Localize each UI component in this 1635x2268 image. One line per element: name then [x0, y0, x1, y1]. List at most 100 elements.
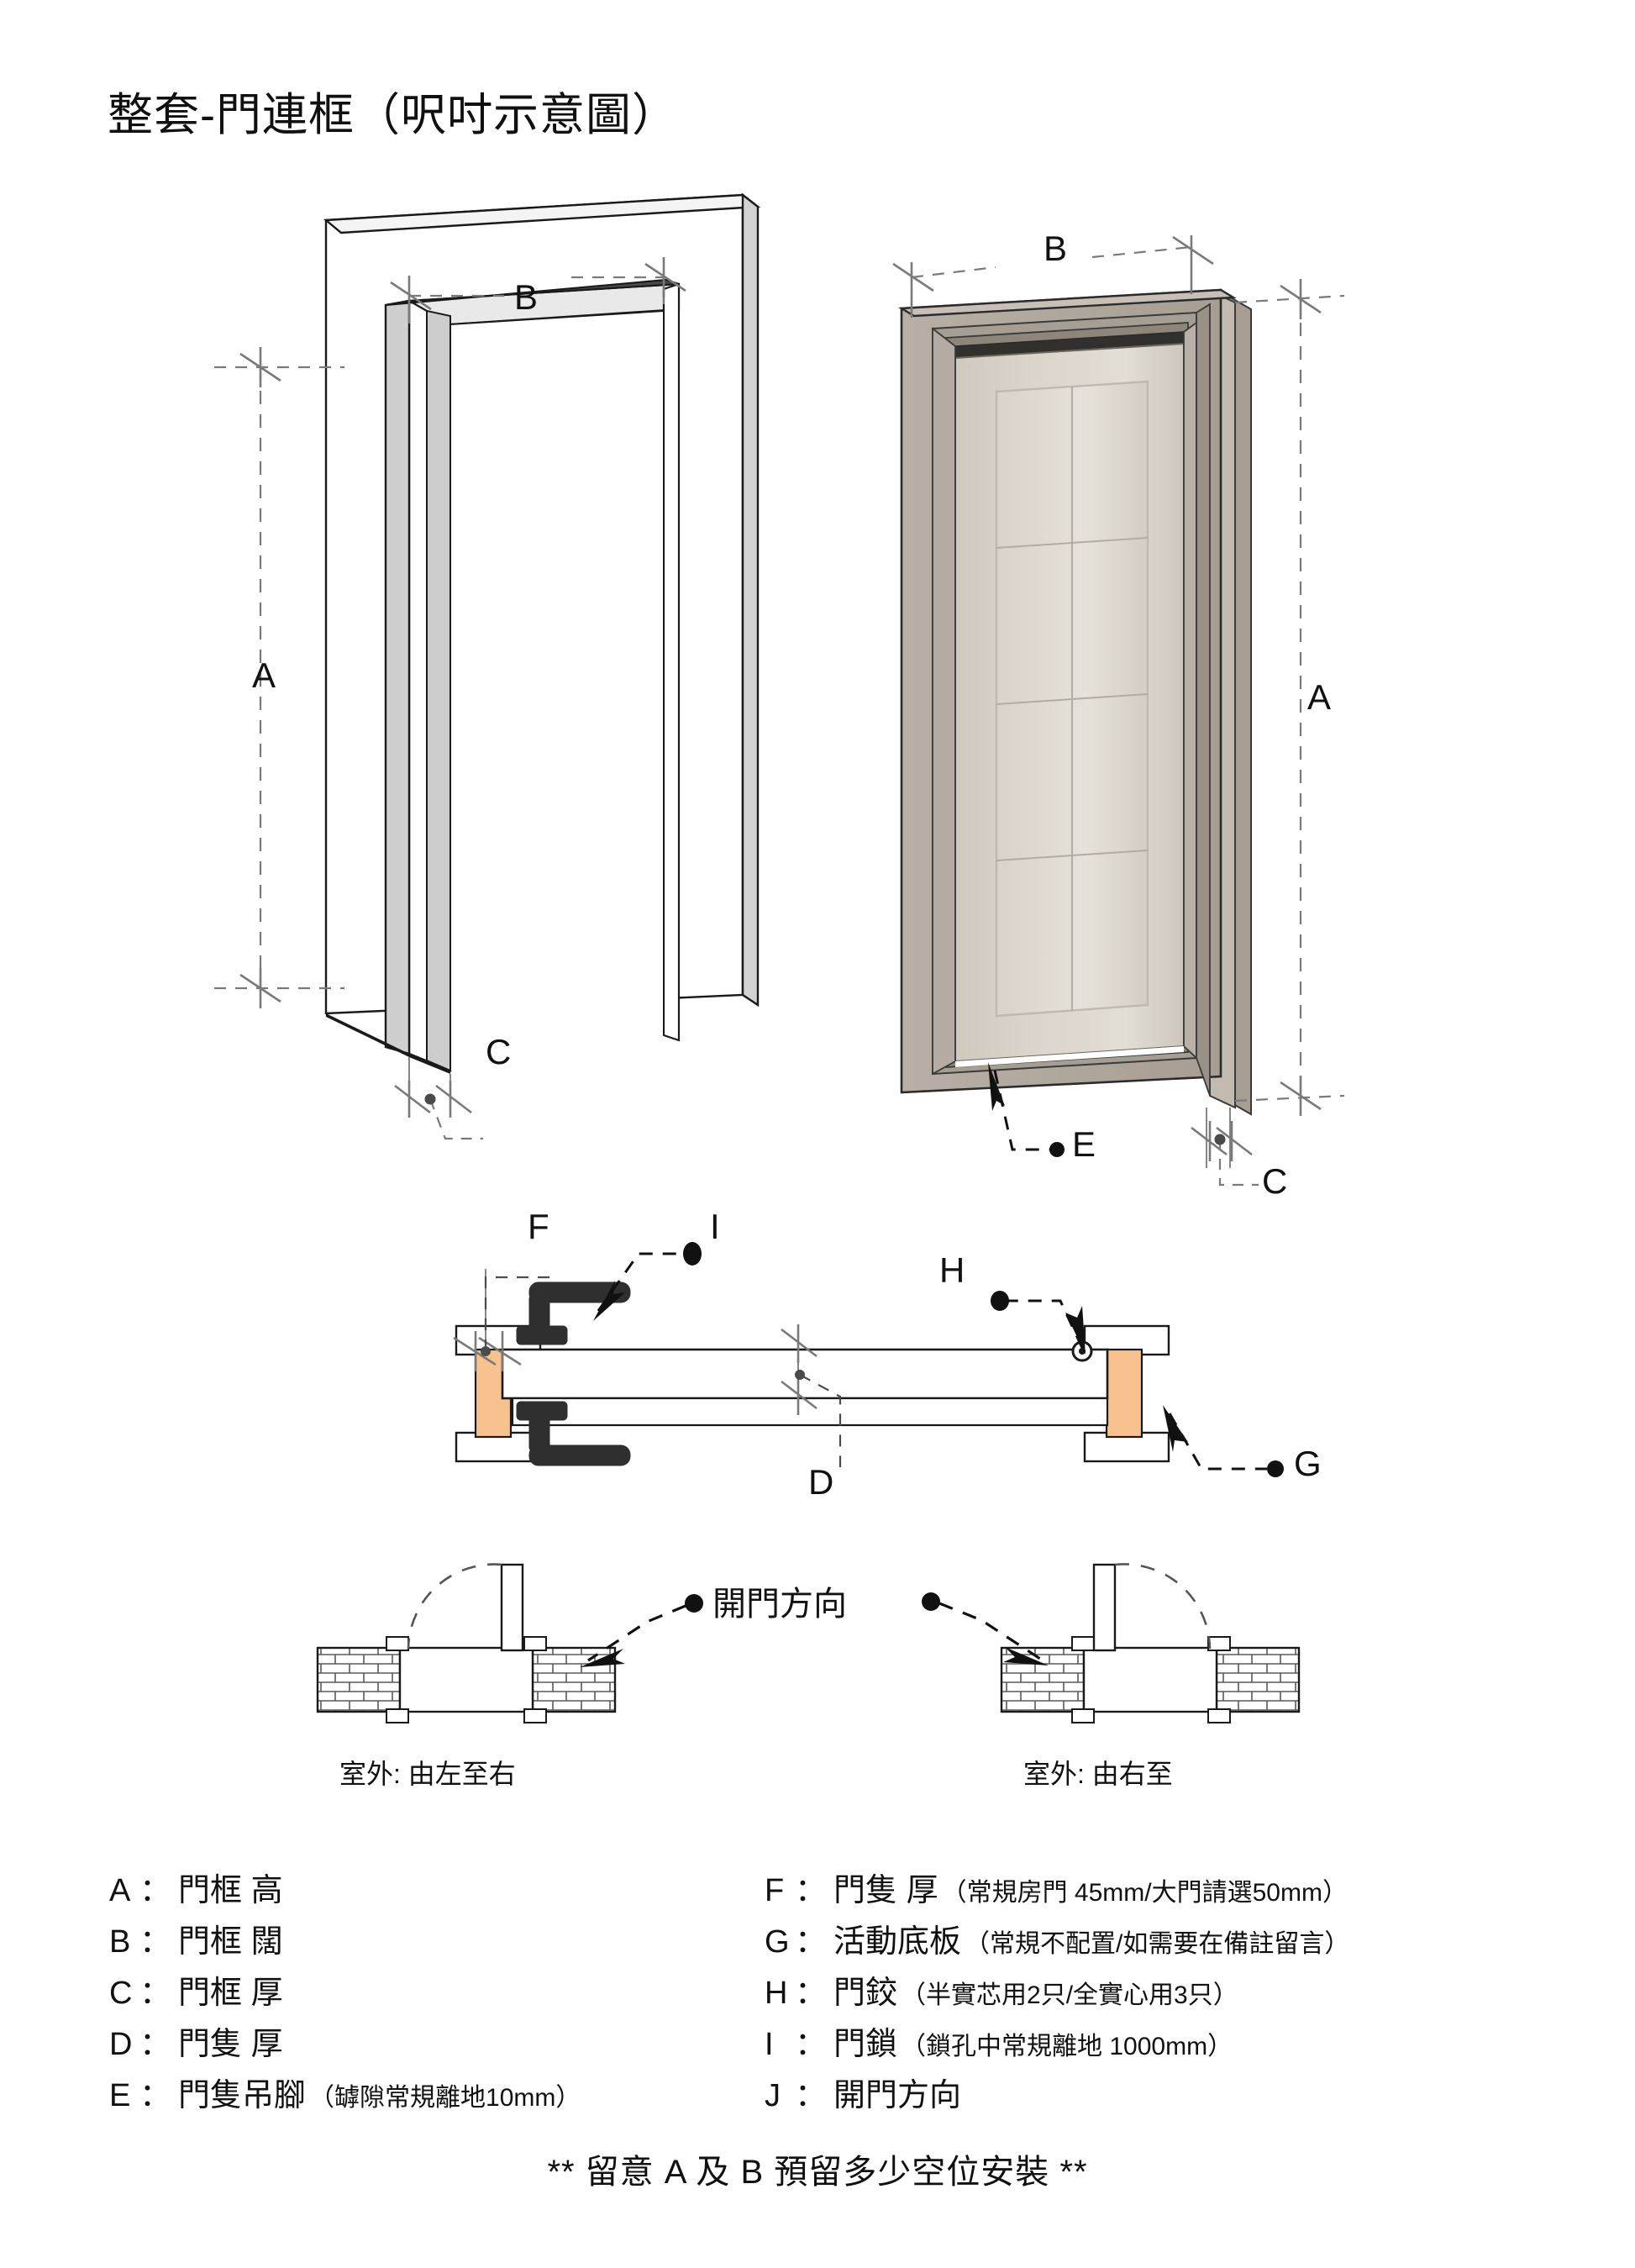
callout-G-bottom-plate	[1163, 1405, 1284, 1477]
label-G-bottom-plate: G	[1294, 1444, 1322, 1483]
handle-lever-bottom	[528, 1444, 631, 1466]
legend-note-I: （鎖孔中常規離地 1000mm）	[901, 2033, 1233, 2060]
caption-swing-left: 室外: 由左至右	[339, 1759, 516, 1789]
door-frame-outer-face	[900, 288, 1222, 1094]
legend-note-H: （半實芯用2只/全實心用3只）	[901, 1981, 1238, 2009]
dim-D-tick-bottom	[781, 1376, 818, 1415]
legend-key-E: E	[109, 2078, 131, 2113]
section-right-jamb-cap-top	[1083, 1324, 1170, 1356]
legend-item-B: B ： 門框 闊	[109, 1915, 748, 1966]
legend-term-C: 門框 厚	[178, 1976, 283, 2011]
callout-E-leader	[993, 1070, 1052, 1151]
legend-column-left: A ： 門框 高 B ： 門框 闊 C ： 門框 厚 D ： 門隻 厚	[109, 1864, 748, 2120]
legend-term-F: 門隻 厚	[833, 1873, 938, 1908]
plan-left-wall-right	[531, 1646, 617, 1713]
handle-lever-top	[528, 1281, 631, 1303]
section-door-leaf-inner	[511, 1397, 1109, 1427]
callout-G-arrowhead	[1163, 1405, 1188, 1452]
legend-key-D: D	[109, 2027, 133, 2062]
legend: A ： 門框 高 B ： 門框 闊 C ： 門框 厚 D ： 門隻 厚	[0, 1864, 1635, 2116]
callout-J-left-dot	[685, 1594, 703, 1613]
plan-left-door-leaf	[500, 1563, 524, 1652]
plan-right-stop-c	[1071, 1708, 1095, 1723]
legend-sep-H: ：	[795, 1976, 828, 2011]
callout-H-arrowhead	[1065, 1306, 1086, 1355]
callout-J-right-leader	[938, 1602, 1041, 1660]
frame-header-face	[406, 282, 681, 326]
callout-E-arrowhead	[988, 1062, 1005, 1111]
legend-sep-E: ：	[139, 2078, 172, 2113]
panel-grid-h2	[996, 693, 1149, 705]
frame-top-face	[323, 193, 761, 234]
legend-item-G: G ： 活動底板 （常規不配置/如需要在備註留言）	[765, 1915, 1563, 1966]
dim-A2-top-extension	[1234, 294, 1345, 304]
legend-key-A: A	[109, 1873, 131, 1908]
handle-rose-bottom	[516, 1401, 568, 1421]
dim-D-leader	[799, 1374, 842, 1467]
legend-sep-I: ：	[795, 2027, 828, 2062]
dimension-A-frame-height	[214, 347, 344, 1008]
dim-B-right-tick	[644, 257, 686, 297]
legend-sep-B: ：	[139, 1924, 172, 1960]
door-panel-recess	[995, 380, 1149, 1018]
dim-C-leader-dot	[424, 1093, 436, 1105]
door-frame-back-edge	[1227, 294, 1252, 1116]
legend-item-J: J ： 開門方向	[765, 2069, 1563, 2120]
legend-sep-C: ：	[139, 1976, 172, 2011]
callout-H-hinge	[991, 1291, 1086, 1355]
frame-right-jamb	[662, 282, 681, 1042]
legend-sep-G: ：	[795, 1924, 828, 1960]
door-panel-grid	[996, 387, 1149, 1011]
legend-column-right: F ： 門隻 厚 （常規房門 45mm/大門請選50mm） G ： 活動底板 （…	[765, 1864, 1563, 2120]
dim-A-bottom-tick	[239, 968, 281, 1008]
callout-E-bottom-gap	[988, 1062, 1065, 1157]
frame-outer-face-left	[324, 193, 744, 1015]
plan-left-stop-a	[386, 1636, 409, 1651]
handle-neck-bottom	[528, 1414, 550, 1453]
legend-term-E: 門隻吊腳	[178, 2078, 307, 2113]
door-right-jamb-inner	[1183, 321, 1197, 1060]
callout-G-leader	[1168, 1413, 1267, 1471]
legend-key-F: F	[765, 1873, 785, 1908]
dim-D-tick-top	[781, 1324, 818, 1363]
legend-key-B: B	[109, 1924, 131, 1960]
plan-right-door-leaf	[1092, 1563, 1117, 1652]
legend-item-F: F ： 門隻 厚 （常規房門 45mm/大門請選50mm）	[765, 1864, 1563, 1915]
page-title: 整套-門連框（呎吋示意圖）	[108, 90, 678, 140]
callout-I-lock	[593, 1242, 702, 1321]
door-left-jamb-inner	[932, 327, 956, 1076]
label-B-frame-width: B	[514, 277, 539, 317]
legend-item-I: I ： 門鎖 （鎖孔中常規離地 1000mm）	[765, 2018, 1563, 2069]
legend-note-F: （常規房門 45mm/大門請選50mm）	[941, 1879, 1348, 1907]
panel-grid-h3	[996, 850, 1149, 861]
legend-sep-D: ：	[139, 2027, 172, 2062]
label-C-door-thickness: C	[1262, 1161, 1288, 1201]
plan-right-stop-b	[1207, 1636, 1231, 1651]
label-D-frame-thickness: D	[808, 1462, 834, 1502]
label-A-door-height: A	[1307, 677, 1332, 717]
frame-left-jamb-reveal	[384, 299, 411, 1055]
door-frame-back-edge-2	[1209, 289, 1236, 1109]
callout-G-dot	[1267, 1460, 1284, 1477]
panel-grid-h1	[996, 537, 1149, 549]
dim-B-left-extension	[407, 277, 504, 324]
frame-opening-top-line	[449, 310, 665, 325]
door-head-reveal-shadow	[954, 331, 1185, 359]
frame-left-jamb-face	[407, 299, 452, 1072]
plan-left-wall-left	[316, 1646, 402, 1713]
dim-F-dot	[481, 1346, 491, 1356]
callout-J-left-leader	[587, 1604, 686, 1662]
handle-rose-top	[516, 1325, 568, 1345]
legend-item-E: E ： 門隻吊腳 （罅隙常規離地10mm）	[109, 2069, 748, 2120]
dim-A2-bottom-tick	[1280, 1076, 1322, 1116]
legend-term-J: 開門方向	[833, 2078, 962, 2113]
plan-left-stop-c	[386, 1708, 409, 1723]
dim-F-tick-right	[478, 1331, 522, 1371]
door-lever-handle-inside	[516, 1401, 631, 1466]
callout-I-arrowhead	[593, 1281, 625, 1321]
legend-term-B: 門框 闊	[178, 1924, 283, 1960]
frame-bottom-left-line	[326, 1013, 409, 1057]
dim-C2-extensions	[1206, 1108, 1231, 1168]
dim-C2-leader	[1218, 1139, 1259, 1187]
